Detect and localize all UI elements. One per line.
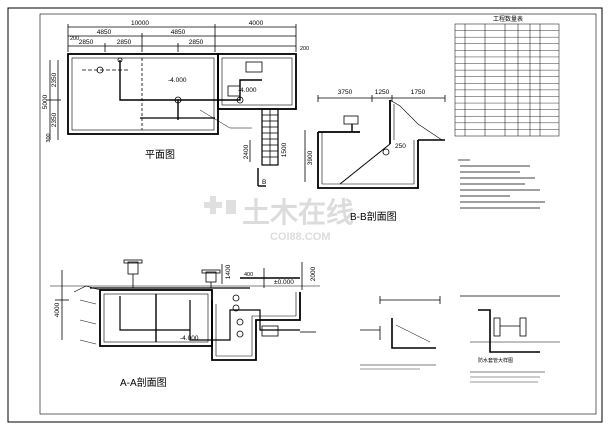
plan-dim-left-wall: 300 bbox=[46, 133, 52, 142]
plan-view bbox=[47, 24, 297, 187]
bb-dim-3: 1750 bbox=[411, 89, 426, 96]
plan-dim-seg-3: 2850 bbox=[189, 39, 204, 46]
section-bb-view bbox=[304, 95, 446, 189]
plan-dim-total: 10000 bbox=[131, 20, 149, 27]
bb-dim-1: 3750 bbox=[338, 89, 353, 96]
aa-dim-vent: 1400 bbox=[225, 264, 232, 279]
aa-dim-right: 2000 bbox=[310, 266, 317, 281]
aa-dim-depth: 4000 bbox=[54, 302, 61, 317]
plan-stair-dim-1: 2400 bbox=[243, 144, 250, 159]
plan-stair-dim-2: 1500 bbox=[281, 142, 288, 157]
bb-dim-height: 3900 bbox=[307, 150, 314, 165]
material-table-title: 工程数量表 bbox=[493, 15, 523, 23]
plan-dim-pumproom: 4000 bbox=[249, 20, 264, 27]
plan-dim-left-total: 5000 bbox=[42, 94, 49, 109]
section-bb-labels: 3750 1250 1750 3900 250 B-B剖面图 bbox=[307, 89, 426, 223]
plan-dim-seg-1: 2850 bbox=[79, 39, 94, 46]
aa-level-bottom: -4.000 bbox=[180, 335, 199, 342]
plan-dim-left-lower: 2350 bbox=[51, 112, 58, 127]
plan-dim-left-half: 4850 bbox=[97, 29, 112, 36]
section-bb-title: B-B剖面图 bbox=[350, 210, 397, 223]
watermark-logo bbox=[204, 196, 236, 214]
plan-dim-wall-right: 200 bbox=[300, 46, 309, 52]
section-aa-title: A-A剖面图 bbox=[120, 376, 167, 389]
sheet-border bbox=[7, 7, 603, 423]
plan-level-tank: -4.000 bbox=[168, 77, 187, 84]
bb-dim-2: 1250 bbox=[375, 89, 390, 96]
detail-caption: 防水套管大样图 bbox=[478, 357, 513, 364]
plan-dim-wall-left: 200 bbox=[70, 36, 79, 42]
aa-level-ground: ±0.000 bbox=[274, 279, 294, 286]
plan-dim-seg-2: 2850 bbox=[117, 39, 132, 46]
watermark-domain: COI88.COM bbox=[270, 231, 331, 243]
bb-dim-small: 250 bbox=[395, 143, 406, 150]
plan-dim-left-upper: 2350 bbox=[51, 72, 58, 87]
notes-block bbox=[458, 159, 545, 209]
material-table bbox=[454, 23, 560, 137]
watermark-brand: 土木在线 bbox=[242, 197, 354, 228]
section-aa-labels: ±0.000 -4.000 4000 2000 1400 400 A-A剖面图 bbox=[54, 264, 317, 389]
plan-title: 平面图 bbox=[145, 149, 175, 161]
plan-level-pump: -4.000 bbox=[238, 87, 257, 94]
plan-dim-right-half: 4850 bbox=[171, 29, 186, 36]
material-table-rows bbox=[455, 30, 559, 130]
plan-labels: 10000 4000 4850 4850 2850 2850 2850 200 … bbox=[42, 20, 309, 186]
section-aa-view bbox=[50, 259, 320, 361]
sheet-inner-border bbox=[39, 13, 597, 415]
aa-dim-small: 400 bbox=[244, 272, 253, 278]
detail-drawings bbox=[360, 295, 560, 383]
plan-cut-label: B bbox=[262, 179, 266, 186]
watermark: 土木在线 COI88.COM bbox=[204, 196, 354, 243]
